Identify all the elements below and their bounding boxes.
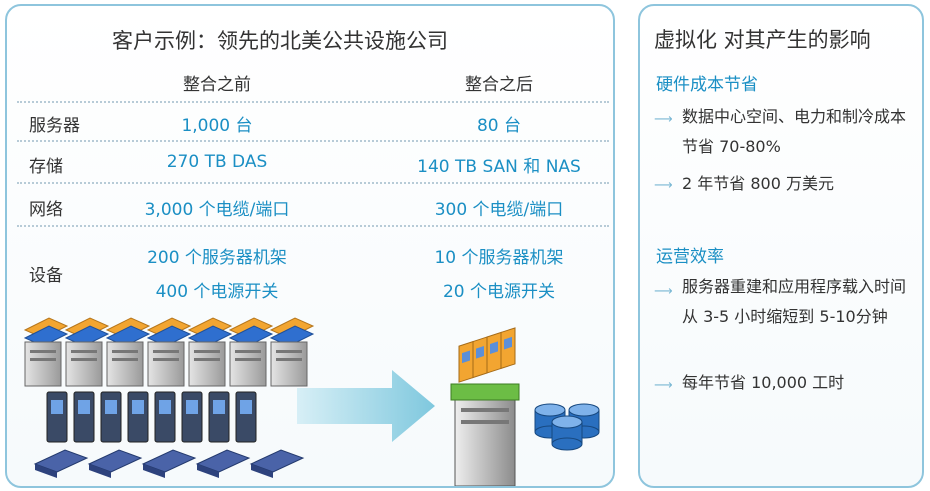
consolidation-arrow (297, 370, 435, 442)
network-switch-row (33, 449, 305, 478)
rack-server-row (46, 391, 257, 443)
customer-example-panel: 客户示例：领先的北美公共设施公司 整合之前 整合之后 服务器 1,000 台 8… (5, 4, 615, 488)
row-divider (17, 140, 609, 142)
column-header-after: 整合之后 (465, 75, 533, 95)
network-before: 3,000 个电缆/端口 (144, 200, 290, 220)
column-header-before: 整合之前 (183, 75, 251, 95)
row-divider (17, 225, 609, 227)
storage-before: 270 TB DAS (166, 152, 268, 172)
equipment-before-racks: 200 个服务器机架 (147, 248, 287, 268)
consolidation-illustration (23, 317, 600, 486)
servers-after: 80 台 (476, 116, 522, 136)
row-label-network: 网络 (29, 200, 63, 220)
storage-icon (534, 403, 600, 451)
equipment-after-racks: 10 个服务器机架 (434, 248, 564, 268)
row-divider (17, 182, 609, 184)
virtualized-host (450, 327, 520, 486)
bullet-icon: ⟶ (654, 178, 673, 193)
section-heading-operational-efficiency: 运营效率 (656, 247, 724, 267)
impact-panel: 虚拟化 对其产生的影响 硬件成本节省 ⟶ 数据中心空间、电力和制冷成本节省 70… (638, 4, 924, 488)
storage-after: 140 TB SAN 和 NAS (417, 157, 581, 177)
bullet-two-year-savings: 2 年节省 800 万美元 (682, 174, 834, 193)
bullet-datacenter-savings: 数据中心空间、电力和制冷成本节省 70-80% (682, 107, 907, 156)
bullet-icon: ⟶ (654, 378, 673, 393)
bullet-icon: ⟶ (654, 284, 673, 299)
equipment-after-switches: 20 个电源开关 (442, 282, 556, 302)
servers-before: 1,000 台 (181, 116, 253, 136)
row-label-storage: 存储 (29, 157, 63, 177)
section-heading-hardware-savings: 硬件成本节省 (656, 75, 758, 95)
row-label-servers: 服务器 (29, 116, 80, 136)
bullet-icon: ⟶ (654, 112, 673, 127)
row-label-equipment: 设备 (29, 266, 63, 286)
bullet-rebuild-time: 服务器重建和应用程序载入时间从 3-5 小时缩短到 5-10分钟 (682, 277, 907, 326)
network-after: 300 个电缆/端口 (434, 200, 564, 220)
row-divider (17, 101, 609, 103)
impact-title: 虚拟化 对其产生的影响 (654, 28, 871, 52)
panel-title: 客户示例：领先的北美公共设施公司 (112, 29, 448, 53)
server-tower-row (23, 317, 315, 387)
equipment-before-switches: 400 个电源开关 (155, 282, 279, 302)
bullet-hours-saved: 每年节省 10,000 工时 (682, 373, 845, 392)
